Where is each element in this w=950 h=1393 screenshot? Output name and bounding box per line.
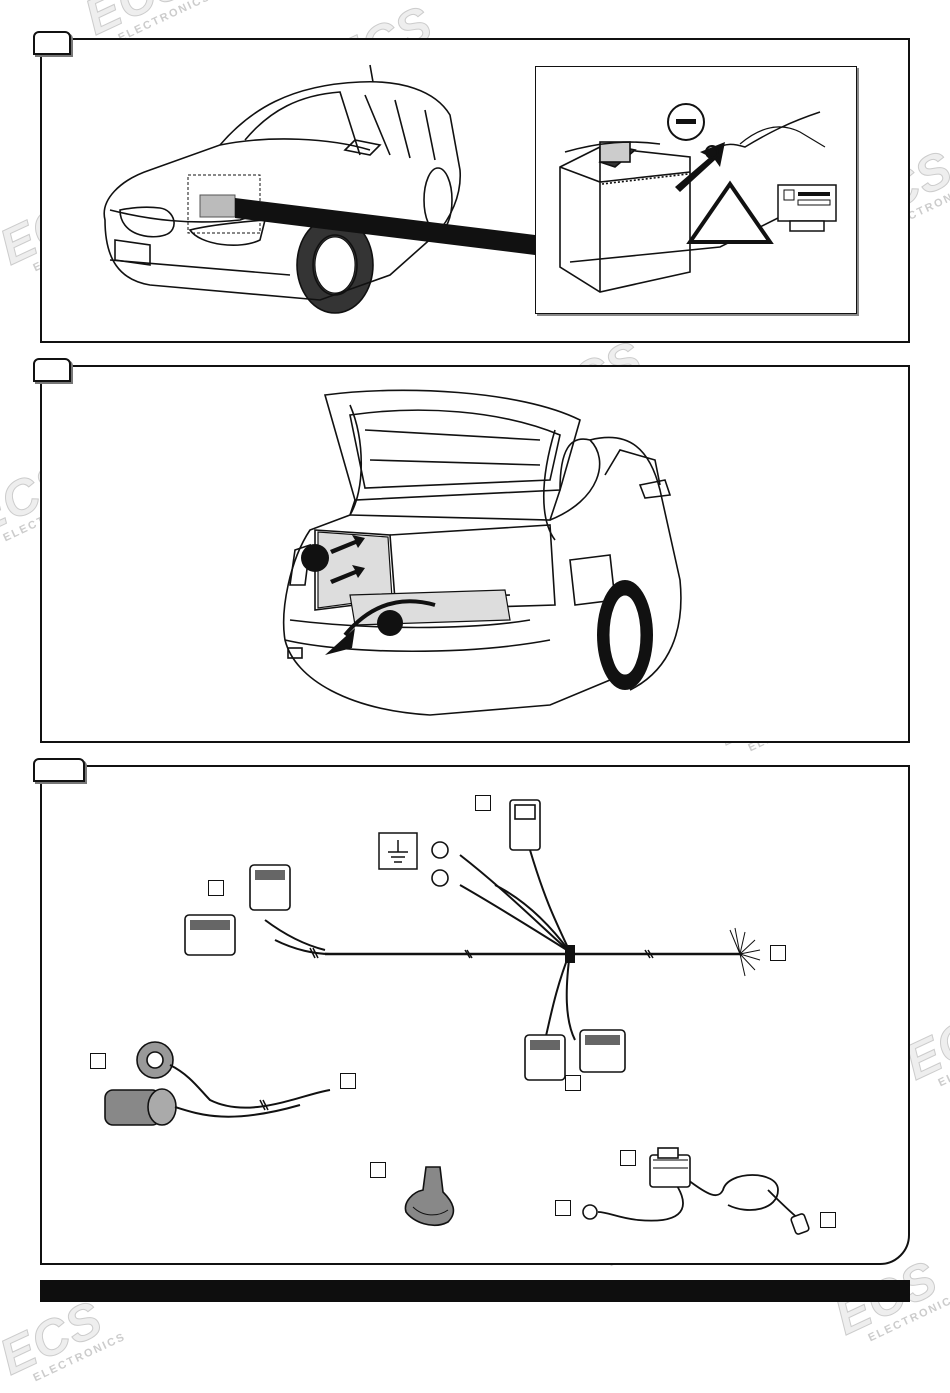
warning-triangle-icon xyxy=(686,180,774,244)
step-3-panel xyxy=(40,765,910,1265)
grommet-icon xyxy=(404,1166,455,1227)
item-label-box xyxy=(620,1150,636,1166)
step-3-tab xyxy=(33,758,85,782)
item-label-box xyxy=(565,1075,581,1091)
extension-cable-icon xyxy=(582,1147,810,1235)
step-2-tab xyxy=(33,358,71,382)
item-label-box xyxy=(475,795,491,811)
footer-bar xyxy=(40,1280,910,1302)
item-label-box xyxy=(90,1053,106,1069)
item-label-box xyxy=(340,1073,356,1089)
item-label-box xyxy=(555,1200,571,1216)
wiring-harness-icon xyxy=(184,799,761,1081)
battery-icon xyxy=(559,103,837,293)
ground-symbol-icon xyxy=(378,832,418,870)
minus-terminal-icon xyxy=(676,119,696,124)
car-rear-trunk-icon xyxy=(282,389,682,716)
item-label-box xyxy=(820,1212,836,1228)
radio-code-icon xyxy=(777,184,837,232)
item-label-box xyxy=(770,945,786,961)
car-front-icon xyxy=(103,64,535,314)
step-1-tab xyxy=(33,31,71,55)
item-label-box xyxy=(370,1162,386,1178)
step-2-panel xyxy=(40,365,910,743)
item-label-box xyxy=(208,880,224,896)
lamp-socket-icon xyxy=(104,1041,331,1126)
